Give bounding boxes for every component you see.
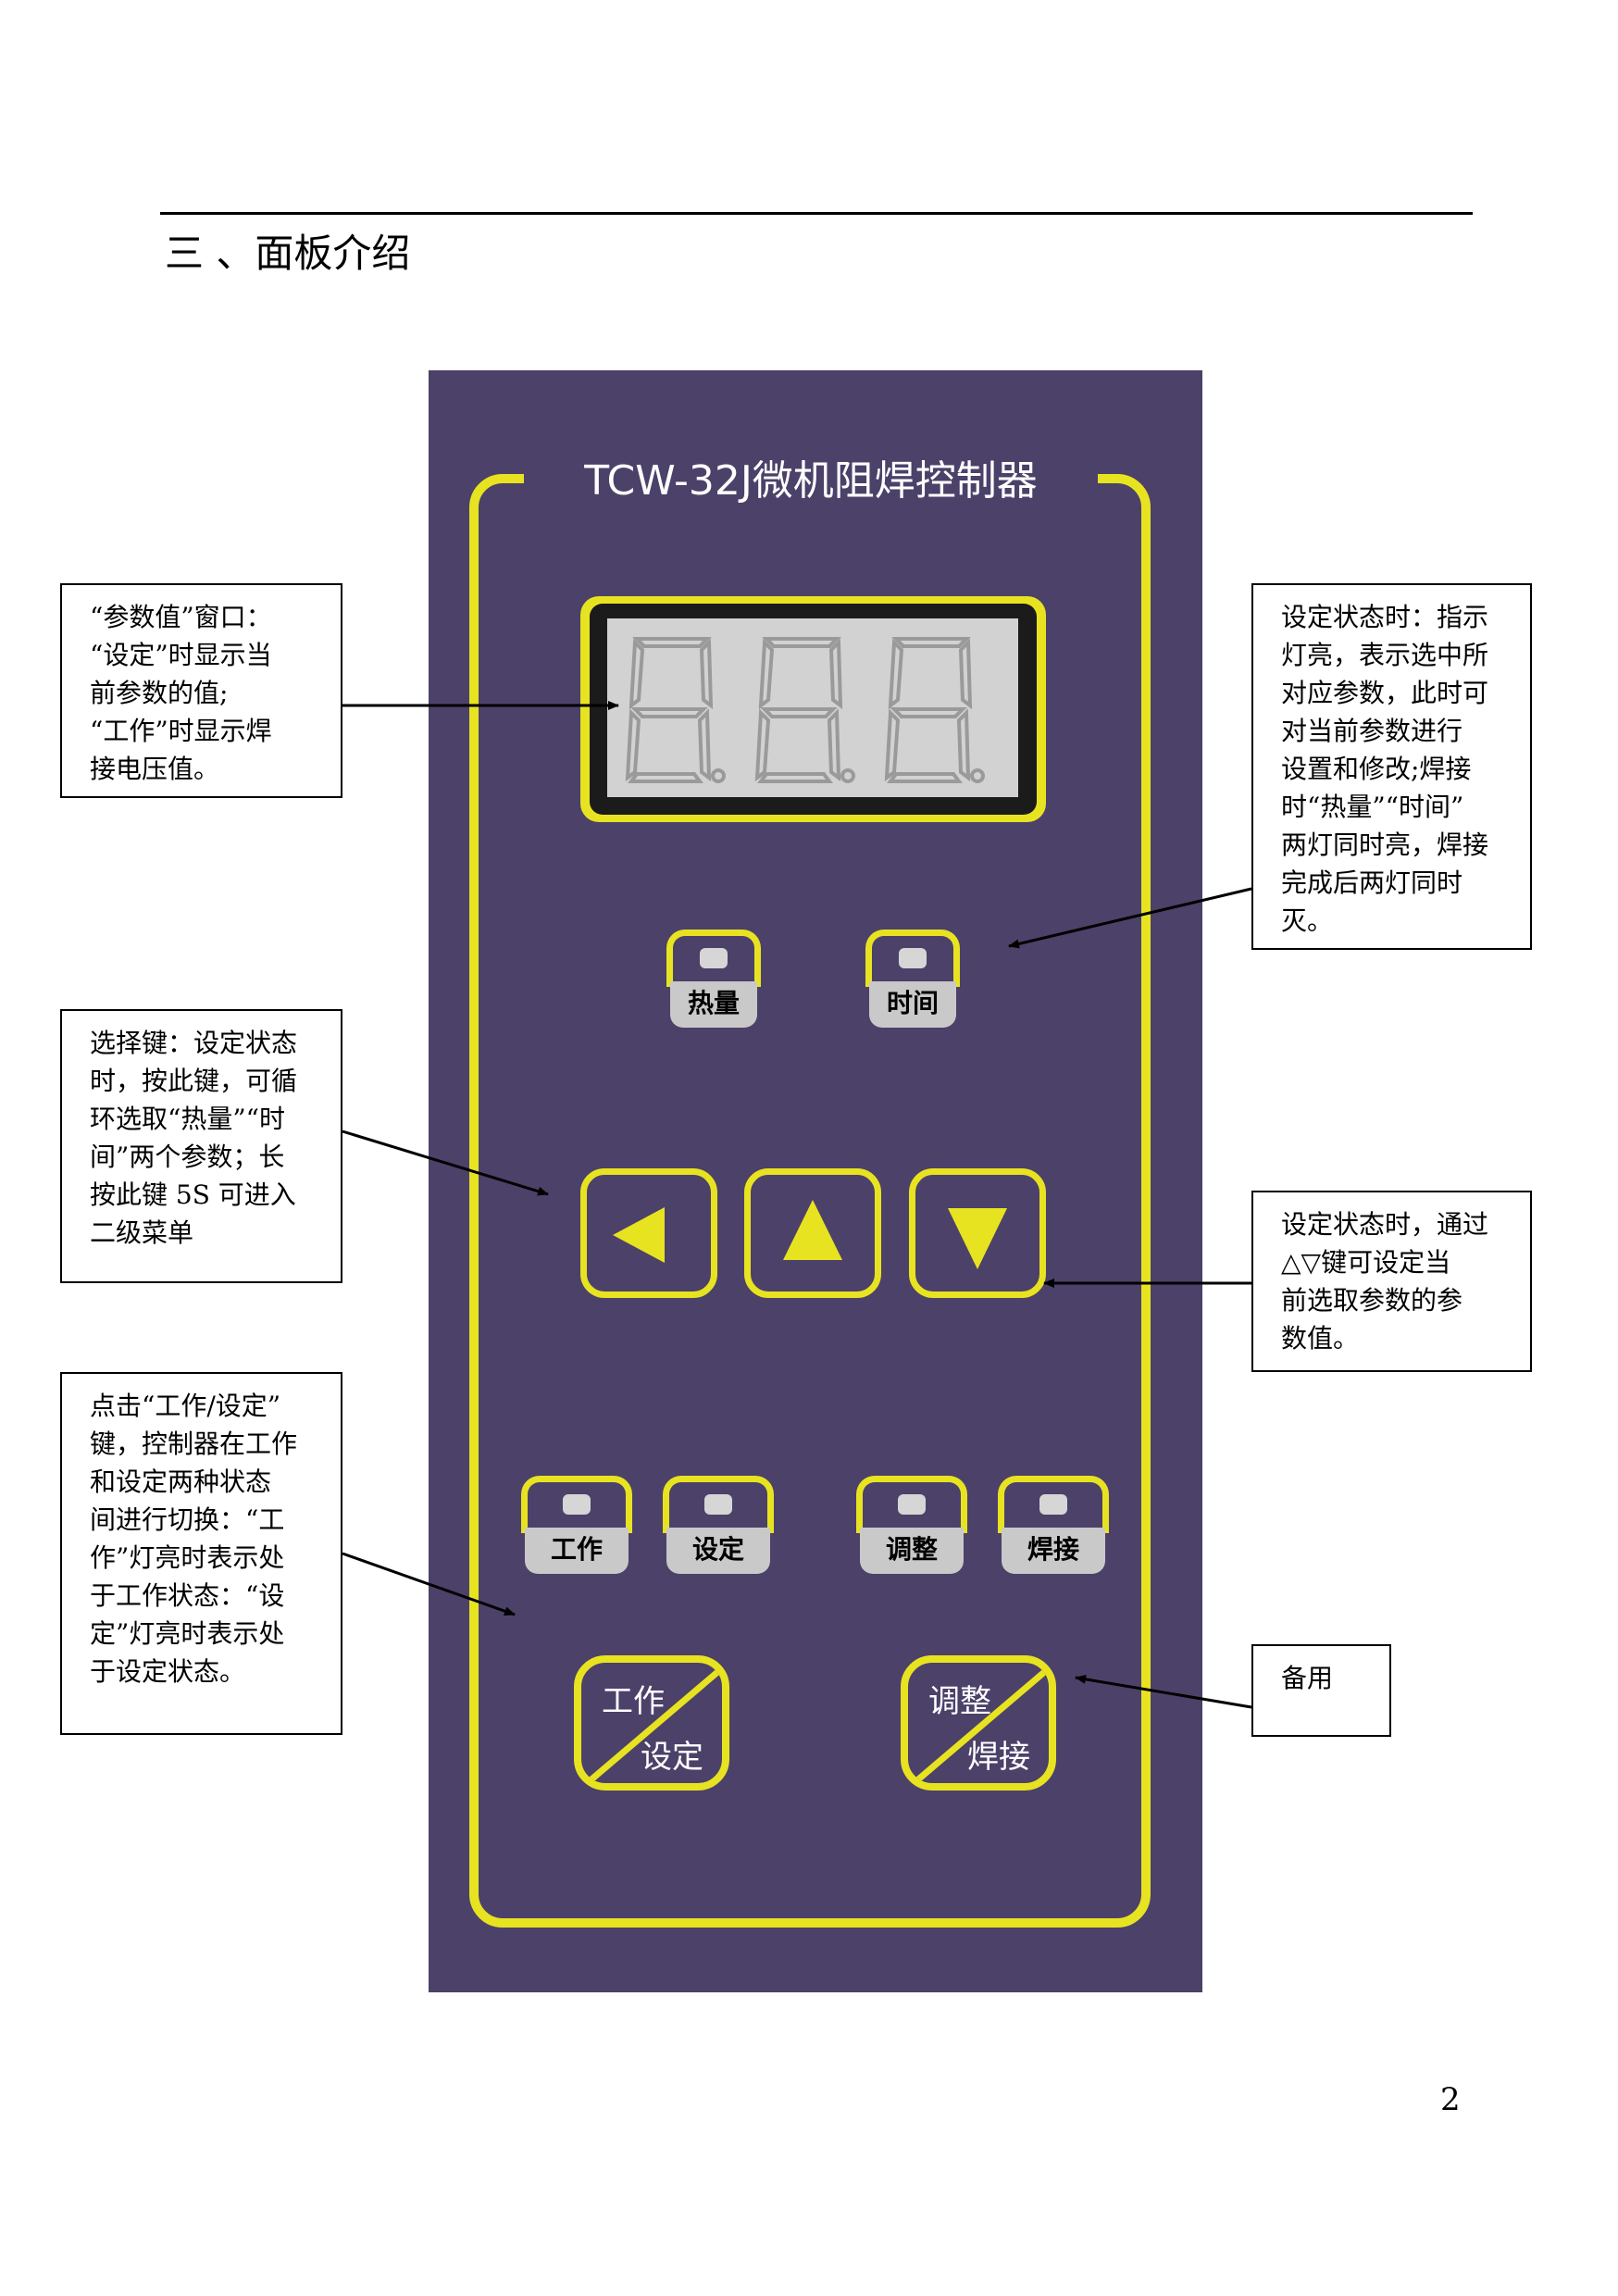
down-button[interactable]	[909, 1168, 1046, 1298]
callout-text: 选择键：设定状态 时，按此键，可循 环选取“热量”“时 间”两个参数；长 按此键…	[90, 1028, 298, 1248]
callout-display-window: “参数值”窗口： “设定”时显示当 前参数的值; “工作”时显示焊 接电压值。	[60, 583, 342, 798]
indicator-label-set: 设定	[666, 1528, 770, 1574]
callout-text: 设定状态时：指示 灯亮，表示选中所 对应参数，此时可 对当前参数进行 设置和修改…	[1281, 602, 1489, 936]
indicator-cap	[663, 1476, 774, 1533]
arrow-indicators	[1008, 887, 1252, 949]
work-set-button[interactable]: 工作 设定	[574, 1655, 729, 1791]
callout-up-down-keys: 设定状态时，通过 △▽键可设定当 前选取参数的参 数值。	[1251, 1191, 1532, 1372]
callout-text: 设定状态时，通过 △▽键可设定当 前选取参数的参 数值。	[1281, 1209, 1489, 1354]
indicator-set: 设定	[663, 1476, 774, 1589]
indicator-led-set	[704, 1494, 732, 1515]
callout-spare: 备用	[1251, 1644, 1391, 1737]
indicator-led-adjust	[898, 1494, 926, 1515]
indicator-cap	[865, 930, 960, 987]
indicator-cap	[521, 1476, 632, 1533]
indicator-label-work: 工作	[525, 1528, 629, 1574]
arrow-work-set	[342, 1552, 516, 1616]
indicator-led-weld	[1039, 1494, 1067, 1515]
callout-select-key: 选择键：设定状态 时，按此键，可循 环选取“热量”“时 间”两个参数；长 按此键…	[60, 1009, 342, 1283]
display-segments	[625, 637, 985, 783]
indicator-weld: 焊接	[998, 1476, 1109, 1589]
indicator-heat: 热量	[666, 930, 761, 1041]
callout-text: “参数值”窗口： “设定”时显示当 前参数的值; “工作”时显示焊 接电压值。	[90, 602, 272, 784]
indicator-time: 时间	[865, 930, 960, 1041]
indicator-led-time	[899, 948, 927, 968]
work-set-bottom-label: 设定	[641, 1739, 703, 1776]
callout-text: 备用	[1281, 1663, 1334, 1693]
indicator-label-time: 时间	[869, 981, 956, 1028]
indicator-label-heat: 热量	[670, 981, 757, 1028]
indicator-label-adjust: 调整	[860, 1528, 964, 1574]
adjust-weld-bottom-label: 焊接	[967, 1739, 1030, 1776]
diagonal-divider	[909, 1666, 1049, 1783]
indicator-adjust: 调整	[856, 1476, 967, 1589]
indicator-label-weld: 焊接	[1002, 1528, 1105, 1574]
page-number: 2	[1440, 2081, 1461, 2118]
indicator-cap	[998, 1476, 1109, 1533]
indicator-cap	[856, 1476, 967, 1533]
panel-title: TCW-32J微机阻焊控制器	[524, 455, 1098, 507]
work-set-top-label: 工作	[602, 1683, 665, 1720]
arrow-spare	[1075, 1674, 1252, 1709]
indicator-cap	[666, 930, 761, 987]
callout-work-set-key: 点击“工作/设定” 键，控制器在工作 和设定两种状态 间进行切换：“工 作”灯亮…	[60, 1372, 342, 1735]
callout-indicator-lamps: 设定状态时：指示 灯亮，表示选中所 对应参数，此时可 对当前参数进行 设置和修改…	[1251, 583, 1532, 950]
down-arrow-icon	[948, 1208, 1007, 1269]
select-left-button[interactable]	[580, 1168, 717, 1298]
arrow-select-key	[342, 1129, 549, 1196]
diagonal-divider	[582, 1666, 722, 1783]
left-arrow-icon	[613, 1207, 665, 1263]
adjust-weld-top-label: 调整	[928, 1683, 991, 1720]
up-button[interactable]	[744, 1168, 881, 1298]
section-title: 三 、面板介绍	[165, 231, 411, 276]
indicator-work: 工作	[521, 1476, 632, 1589]
indicator-led-work	[563, 1494, 591, 1515]
adjust-weld-button[interactable]: 调整 焊接	[901, 1655, 1056, 1791]
indicator-led-heat	[700, 948, 728, 968]
up-arrow-icon	[783, 1200, 842, 1260]
callout-text: 点击“工作/设定” 键，控制器在工作 和设定两种状态 间进行切换：“工 作”灯亮…	[90, 1391, 298, 1687]
header-rule	[160, 212, 1473, 215]
